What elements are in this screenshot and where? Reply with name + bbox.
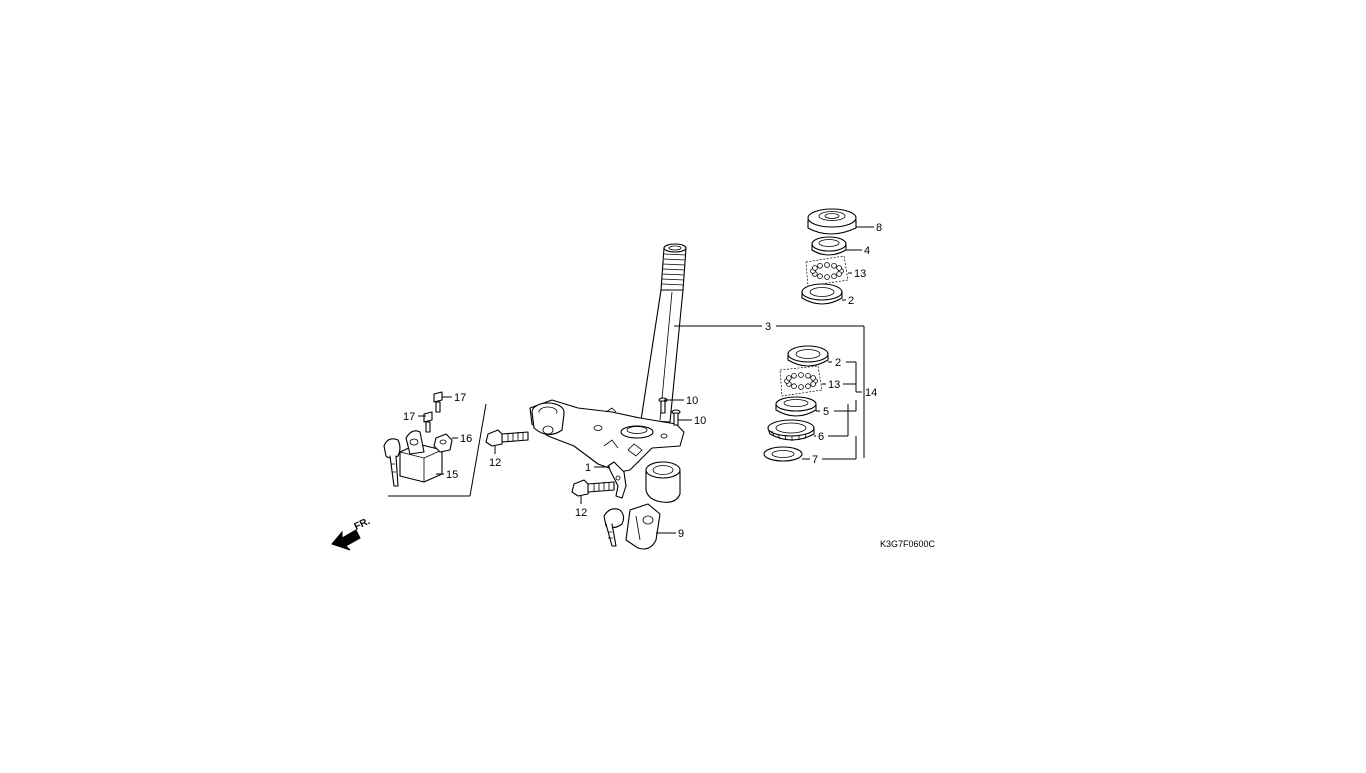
callout-13-upper: 13	[854, 268, 866, 280]
steel-balls-13-lower	[779, 365, 823, 397]
callout-17-a: 17	[454, 392, 466, 404]
front-marker-label: FR.	[353, 516, 372, 533]
cone-race-5	[775, 396, 817, 417]
bearing-ball	[805, 372, 811, 379]
bearing-ball	[786, 375, 792, 381]
key-15	[383, 438, 401, 487]
callout-2-upper: 2	[848, 295, 854, 307]
callout-17-b: 17	[403, 411, 415, 423]
callout-2-lower: 2	[835, 357, 841, 369]
screw-17-a	[433, 391, 443, 413]
bearing-ball	[836, 265, 842, 271]
callout-6: 6	[818, 431, 824, 443]
callout-16: 16	[460, 433, 472, 445]
bearing-ball	[831, 262, 837, 269]
steel-balls-13-upper	[805, 255, 849, 287]
callout-7: 7	[812, 454, 818, 466]
callout-12-upper: 12	[489, 457, 501, 469]
dust-seal-6	[767, 419, 815, 441]
bearing-ball	[817, 273, 823, 280]
bolt-12-lower	[571, 479, 615, 497]
bearing-ball	[831, 273, 837, 280]
ball-race-2-lower	[787, 345, 829, 367]
callout-12-lower: 12	[575, 507, 587, 519]
front-direction-arrow: FR.	[331, 516, 372, 551]
top-nut-8	[807, 208, 857, 235]
callout-3: 3	[765, 321, 771, 333]
bearing-ball	[791, 383, 797, 390]
steering-lock-9	[625, 503, 661, 550]
callout-10-b: 10	[694, 415, 706, 427]
callout-8: 8	[876, 222, 882, 234]
callout-5: 5	[823, 406, 829, 418]
nut-16	[433, 433, 453, 453]
callout-labels: 8 4 13 2 3 2 13 14 5 6 7 10 10 1 9 12 12…	[403, 222, 882, 540]
bearing-ball	[824, 274, 830, 280]
ignition-switch-15	[399, 430, 443, 483]
callout-4: 4	[864, 245, 870, 257]
bearing-ball	[805, 383, 811, 390]
bearing-ball	[791, 372, 797, 379]
bearing-ball	[812, 265, 818, 271]
screw-10-b	[671, 409, 681, 426]
callout-1: 1	[585, 462, 591, 474]
bearing-ball	[817, 262, 823, 269]
bolt-12-upper	[485, 429, 529, 447]
clip-1	[607, 461, 627, 499]
bearing-ball	[824, 262, 830, 268]
bearing-ball	[798, 372, 804, 378]
drawing-code: K3G7F0600C	[880, 539, 936, 549]
bearing-ball	[810, 375, 816, 381]
callout-15: 15	[446, 469, 458, 481]
steering-stem	[529, 243, 687, 503]
callout-9: 9	[678, 528, 684, 540]
ball-race-2-upper	[801, 283, 843, 305]
cone-race-4	[811, 236, 847, 256]
leader-lines	[418, 226, 874, 534]
bearing-ball	[836, 271, 842, 277]
screw-17-b	[423, 411, 433, 433]
callout-10-a: 10	[686, 395, 698, 407]
washer-7	[763, 446, 803, 462]
bearing-ball	[798, 384, 804, 390]
key-9	[603, 508, 625, 547]
callout-14: 14	[865, 387, 877, 399]
callout-13-lower: 13	[828, 379, 840, 391]
bearing-ball	[810, 381, 816, 387]
ignition-bracket-line-side	[469, 403, 487, 497]
